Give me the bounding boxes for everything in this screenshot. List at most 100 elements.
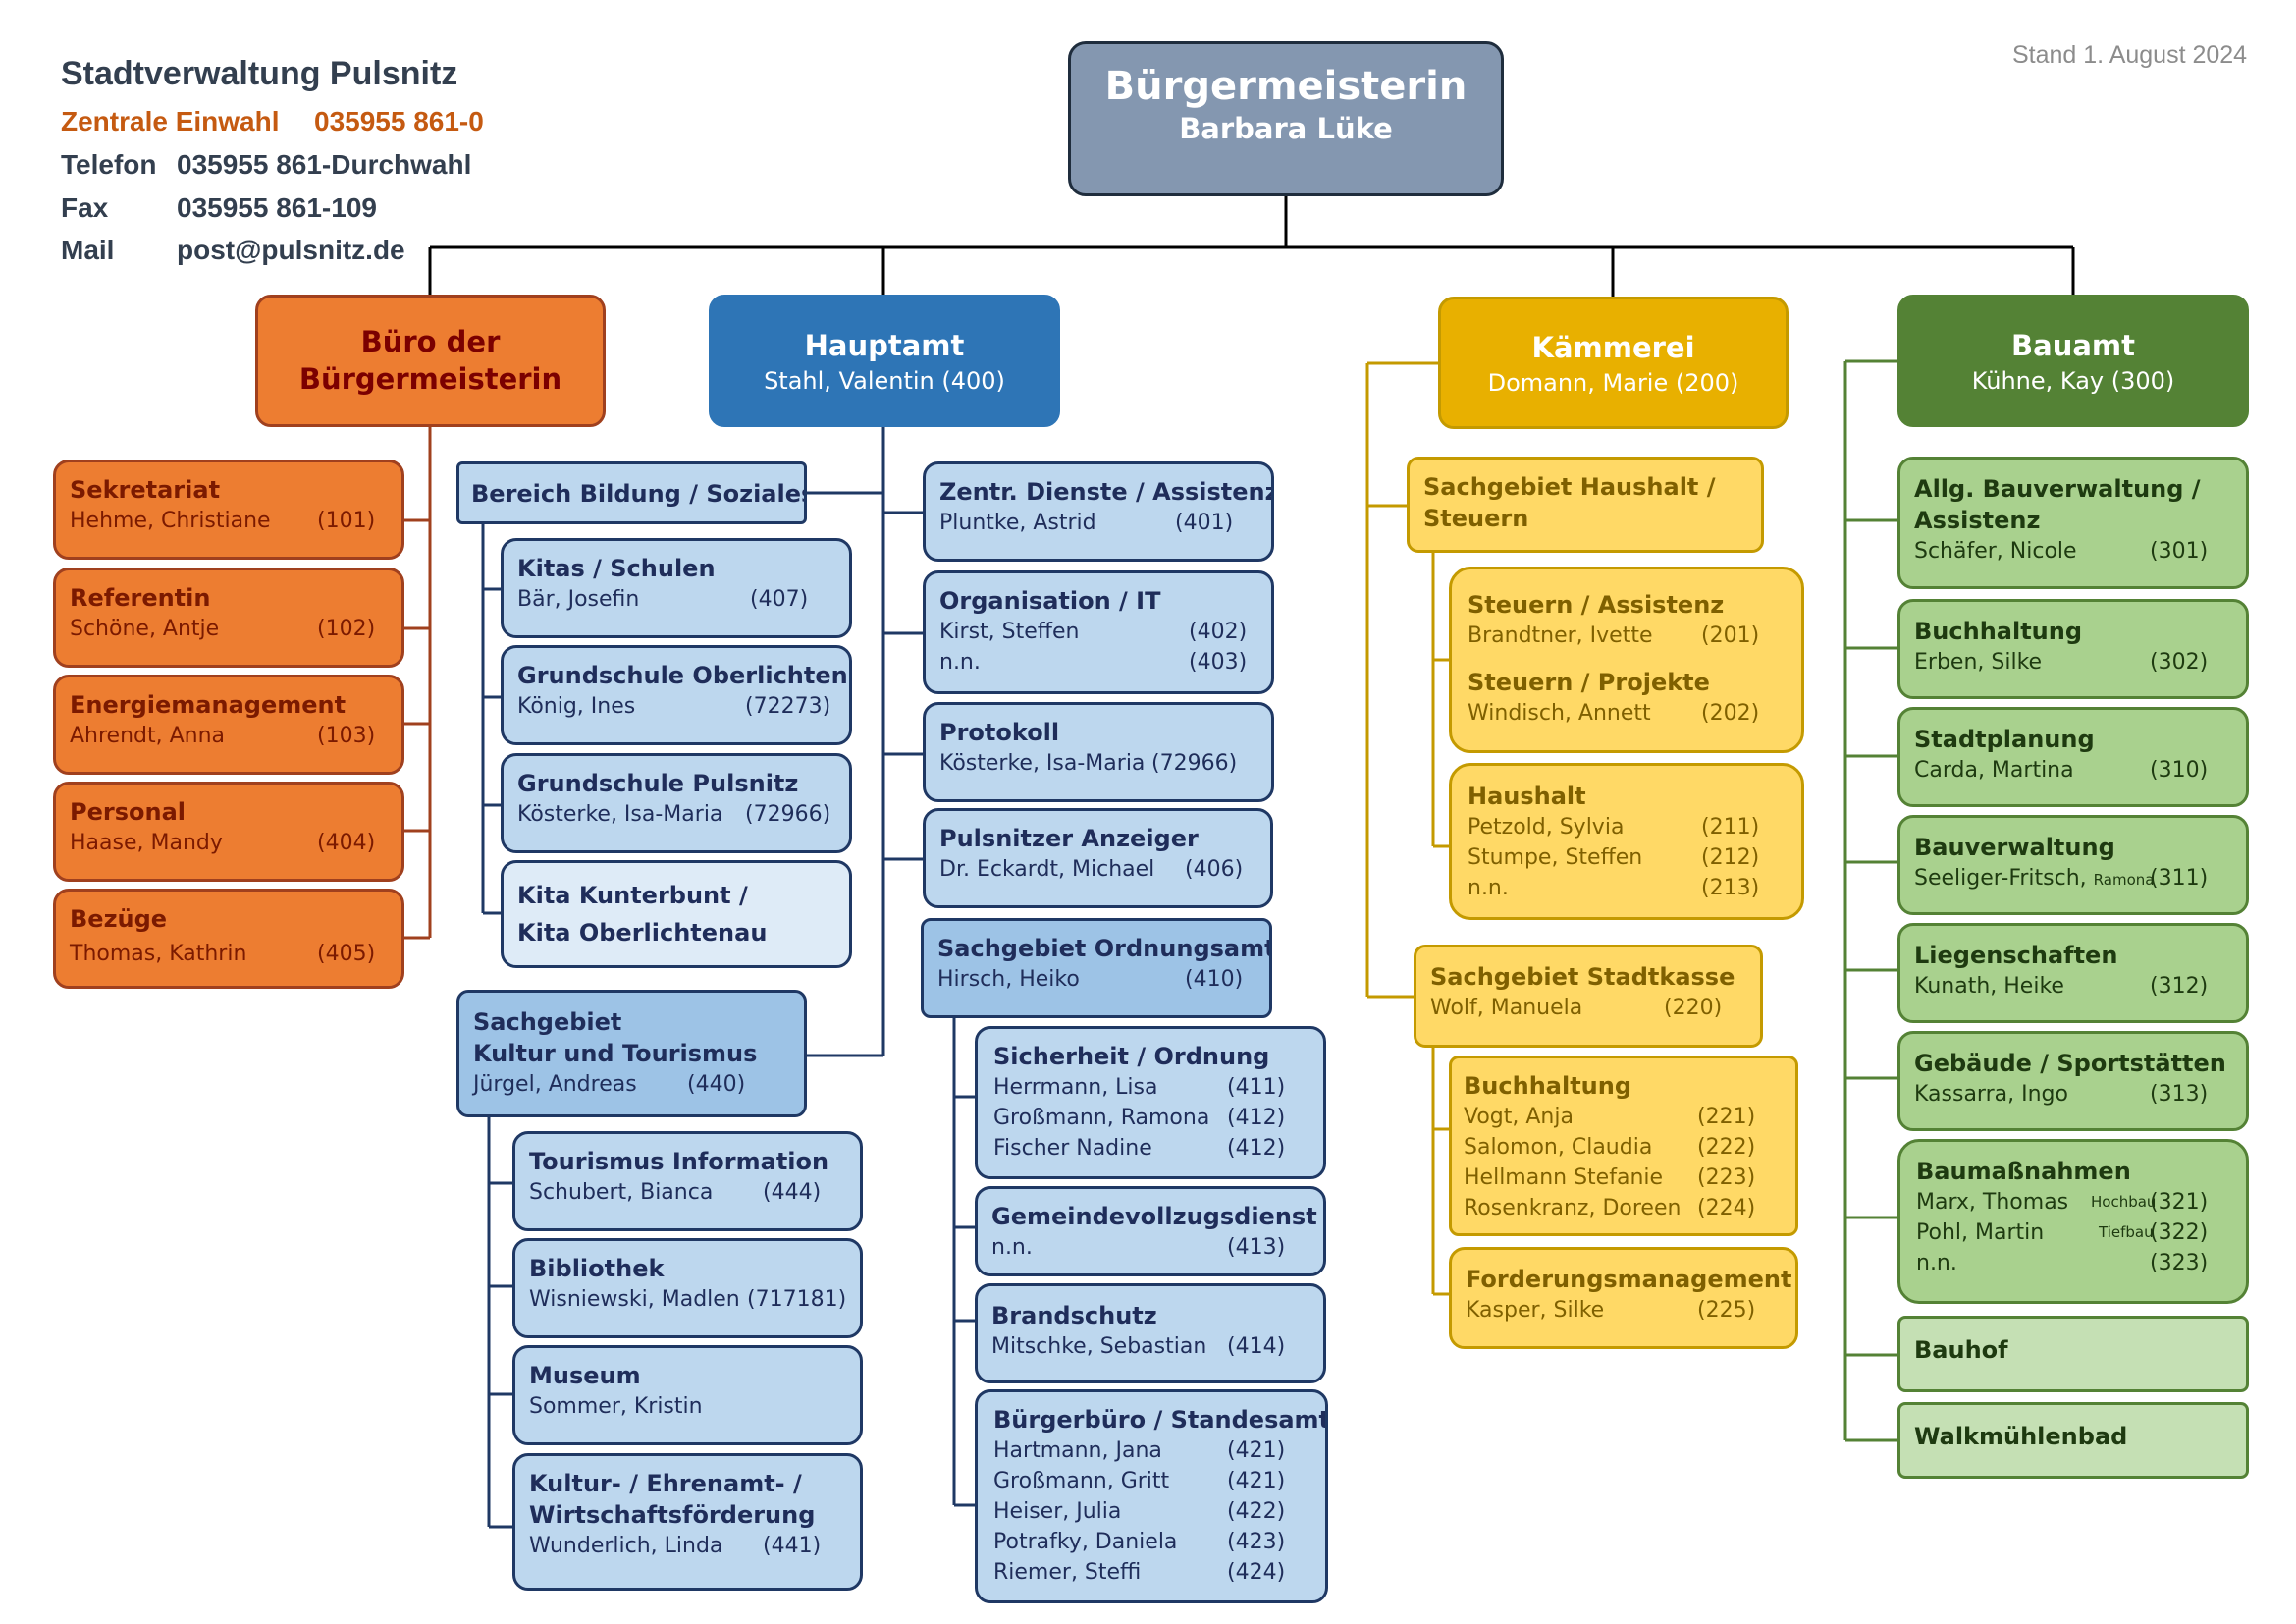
person-name: Potrafky, Daniela — [993, 1530, 1178, 1554]
extension: (414) — [1227, 1334, 1286, 1359]
person-name: Hartmann, Jana — [993, 1438, 1162, 1463]
person-name: Bär, Josefin — [517, 587, 640, 612]
org-title: Stadtverwaltung Pulsnitz — [61, 55, 458, 92]
dept-buero-title2: Bürgermeisterin — [298, 362, 562, 396]
unit-allg-bauverwaltung: Allg. Bauverwaltung / Assistenz Schäfer,… — [1897, 457, 2249, 589]
unit-title: Buchhaltung — [1464, 1072, 1632, 1100]
extension: (213) — [1701, 876, 1760, 900]
person-name: Ahrendt, Anna — [70, 724, 226, 748]
area-kultur-tourismus: Sachgebiet Kultur und Tourismus Jürgel, … — [456, 990, 807, 1117]
area-title: Sachgebiet Stadtkasse — [1430, 963, 1735, 991]
person-name: König, Ines — [517, 694, 636, 719]
unit-title: Grundschule Oberlichten. — [517, 662, 852, 689]
extension: (313) — [2150, 1082, 2209, 1107]
central-value: 035955 861-0 — [314, 106, 484, 136]
unit-title: Organisation / IT — [939, 587, 1161, 615]
person-name: n.n. — [991, 1235, 1033, 1260]
dept-bauamt: Bauamt Kühne, Kay (300) — [1897, 295, 2249, 427]
extension: (103) — [317, 724, 376, 748]
unit-kultur-ehrenamt-wirtschaft: Kultur- / Ehrenamt- / Wirtschaftsförderu… — [512, 1453, 863, 1591]
unit-title: Bezüge — [70, 905, 168, 933]
unit-kitas-schulen: Kitas / Schulen Bär, Josefin (407) — [501, 538, 852, 638]
unit-title: Zentr. Dienste / Assistenz — [939, 478, 1274, 506]
extension: (407) — [750, 587, 809, 612]
person-name: Kunath, Heike — [1914, 974, 2064, 999]
unit-buchhaltung-kasse: Buchhaltung Vogt, Anja(221) Salomon, Cla… — [1449, 1056, 1798, 1236]
dept-hauptamt: Hauptamt Stahl, Valentin (400) — [709, 295, 1060, 427]
person-name-sub: Ramona — [2093, 871, 2155, 889]
extension: (323) — [2150, 1251, 2209, 1275]
unit-title: Haushalt — [1468, 783, 1586, 810]
unit-title: Referentin — [70, 584, 211, 612]
unit-pulsnitzer-anzeiger: Pulsnitzer Anzeiger Dr. Eckardt, Michael… — [923, 808, 1273, 908]
unit-personal: Personal Haase, Mandy(404) — [53, 782, 404, 882]
person-name: Riemer, Steffi — [993, 1560, 1142, 1585]
fax-label: Fax — [61, 192, 109, 223]
extension: (403) — [1189, 650, 1248, 675]
person-name: Schöne, Antje — [70, 617, 220, 641]
person-name: Kösterke, Isa-Maria — [939, 751, 1146, 776]
person-name: Großmann, Ramona — [993, 1106, 1210, 1130]
role-label: Tiefbau — [2099, 1223, 2154, 1241]
person-name: Kösterke, Isa-Maria — [517, 802, 723, 827]
dept-hauptamt-title: Hauptamt — [804, 329, 965, 362]
role-label: Hochbau — [2091, 1193, 2157, 1211]
person-name: Wisniewski, Madlen — [529, 1287, 740, 1312]
unit-gebaeude-sportstaetten: Gebäude / Sportstätten Kassarra, Ingo (31… — [1897, 1031, 2249, 1131]
unit-title: Steuern / Projekte — [1468, 669, 1710, 696]
fax-value: 035955 861-109 — [177, 192, 377, 223]
area-title: Sachgebiet Ordnungsamt — [937, 935, 1272, 962]
person-name: Kassarra, Ingo — [1914, 1082, 2068, 1107]
person-name: Pohl, Martin — [1916, 1220, 2045, 1245]
person-name: Marx, Thomas — [1916, 1190, 2069, 1215]
unit-kitas-kunterbunt-oberlichtenau: Kita Kunterbunt / Kita Oberlichtenau — [501, 860, 852, 968]
person-name: Wunderlich, Linda — [529, 1534, 723, 1558]
phone-value: 035955 861-Durchwahl — [177, 149, 472, 180]
extension: (404) — [317, 831, 376, 855]
unit-title: Pulsnitzer Anzeiger — [939, 825, 1199, 852]
dept-buero-title1: Büro der — [360, 325, 501, 358]
unit-bezuege: Bezüge Thomas, Kathrin(405) — [53, 889, 404, 989]
person-name: Hirsch, Heiko — [937, 967, 1080, 992]
unit-title: Protokoll — [939, 719, 1060, 746]
person-name: n.n. — [939, 650, 981, 675]
unit-title: Stadtplanung — [1914, 726, 2095, 753]
person-name: Schubert, Bianca — [529, 1180, 714, 1205]
extension: (302) — [2150, 650, 2209, 675]
area-stadtkasse: Sachgebiet Stadtkasse Wolf, Manuela(220) — [1414, 945, 1763, 1048]
unit-title: Gebäude / Sportstätten — [1914, 1050, 2226, 1077]
area-title-line1: Sachgebiet Haushalt / — [1423, 473, 1716, 501]
person-name: Thomas, Kathrin — [70, 942, 247, 966]
person-name: Mitschke, Sebastian — [991, 1334, 1207, 1359]
area-title-line2: Steuern — [1423, 505, 1529, 532]
dept-bauamt-title: Bauamt — [2011, 329, 2135, 362]
unit-title: Energiemanagement — [70, 691, 347, 719]
extension: (225) — [1697, 1298, 1756, 1323]
person-name: Brandtner, Ivette — [1468, 623, 1653, 648]
unit-title: Liegenschaften — [1914, 942, 2118, 969]
unit-title: Tourismus Information — [529, 1148, 829, 1175]
unit-walkmuehlenbad: Walkmühlenbad — [1897, 1402, 2249, 1479]
extension: (421) — [1227, 1469, 1286, 1493]
extension: (212) — [1701, 845, 1760, 870]
unit-protokoll: Protokoll Kösterke, Isa-Maria(72966) — [923, 702, 1274, 802]
unit-title: Kitas / Schulen — [517, 555, 716, 582]
extension: (422) — [1227, 1499, 1286, 1524]
unit-gemeindevollzugsdienst: Gemeindevollzugsdienst n.n.(413) — [975, 1186, 1326, 1276]
unit-title: Steuern / Assistenz — [1468, 591, 1725, 619]
area-bildung-soziales: Bereich Bildung / Soziales — [456, 461, 807, 524]
person-name: Kirst, Steffen — [939, 620, 1080, 644]
dept-kaemmerei-title: Kämmerei — [1531, 331, 1695, 364]
extension: (223) — [1697, 1165, 1756, 1190]
central-label: Zentrale Einwahl — [61, 106, 280, 136]
unit-liegenschaften: Liegenschaften Kunath, Heike(312) — [1897, 923, 2249, 1023]
person-name: Kasper, Silke — [1466, 1298, 1605, 1323]
area-title-line2: Kultur und Tourismus — [473, 1040, 758, 1067]
extension: (441) — [763, 1534, 822, 1558]
extension: (101) — [317, 509, 376, 533]
unit-title: Grundschule Pulsnitz — [517, 770, 799, 797]
unit-grundschule-pulsnitz: Grundschule Pulsnitz Kösterke, Isa-Maria… — [501, 753, 852, 853]
extension: (401) — [1175, 511, 1234, 535]
unit-title-line1: Allg. Bauverwaltung / — [1914, 475, 2201, 503]
person-name: Rosenkranz, Doreen — [1464, 1196, 1682, 1220]
